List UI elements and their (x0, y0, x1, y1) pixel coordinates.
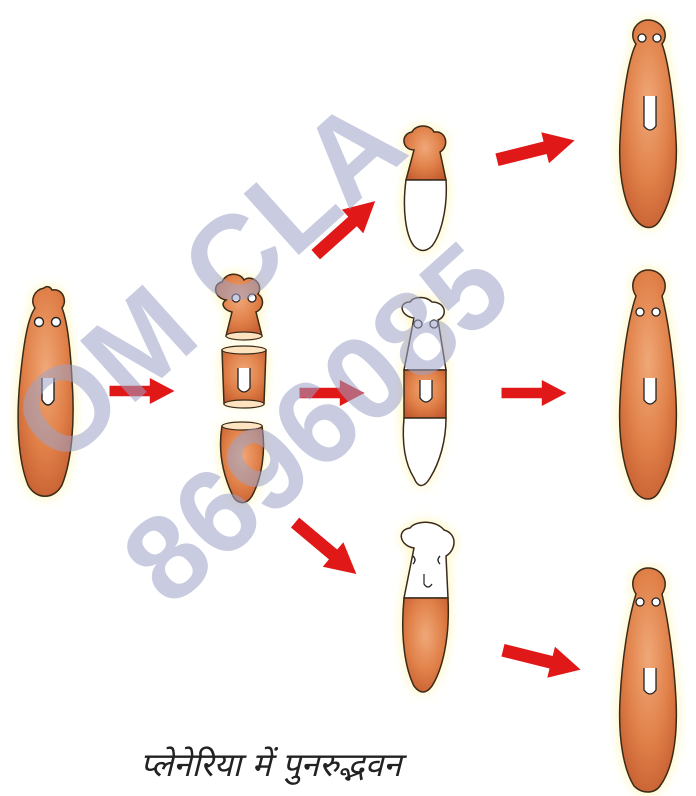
planaria-tail-piece (220, 422, 263, 503)
eye-icon (52, 318, 61, 327)
regenerating-middle-piece (402, 298, 446, 486)
arrow-icon (502, 380, 567, 406)
eye-icon (248, 294, 256, 302)
pharynx-icon (644, 378, 656, 404)
arrow-icon (110, 378, 175, 404)
regenerating-head-piece (404, 126, 446, 251)
eye-icon (232, 294, 240, 302)
eye-icon (430, 320, 438, 328)
arrow-icon (493, 125, 578, 175)
planaria-middle-piece (222, 346, 266, 408)
planaria-regenerated-middle (620, 270, 677, 499)
eye-icon (638, 34, 646, 42)
diagram-caption: प्लेनेरिया में पुनरुद्भवन (140, 740, 500, 790)
arrow-icon (305, 189, 386, 266)
eye-icon (636, 598, 644, 606)
pharynx-icon (420, 380, 432, 402)
planaria-head-piece (216, 274, 263, 340)
pharynx-icon (644, 96, 656, 130)
pharynx-icon (238, 368, 250, 392)
eye-icon (652, 308, 660, 316)
arrow-icon (285, 510, 367, 586)
arrow-icon (300, 380, 365, 406)
planaria-original (18, 287, 73, 497)
arrow-icon (499, 635, 584, 685)
pharynx-icon (644, 668, 656, 694)
planaria-regenerated-bottom (620, 568, 677, 794)
eye-icon (636, 308, 644, 316)
regenerating-tail-piece (401, 522, 454, 692)
eye-icon (653, 34, 661, 42)
eye-icon (414, 320, 422, 328)
pharynx-icon (42, 378, 54, 405)
eye-icon (652, 598, 660, 606)
eye-icon (35, 318, 44, 327)
planaria-regenerated-top (620, 20, 677, 228)
